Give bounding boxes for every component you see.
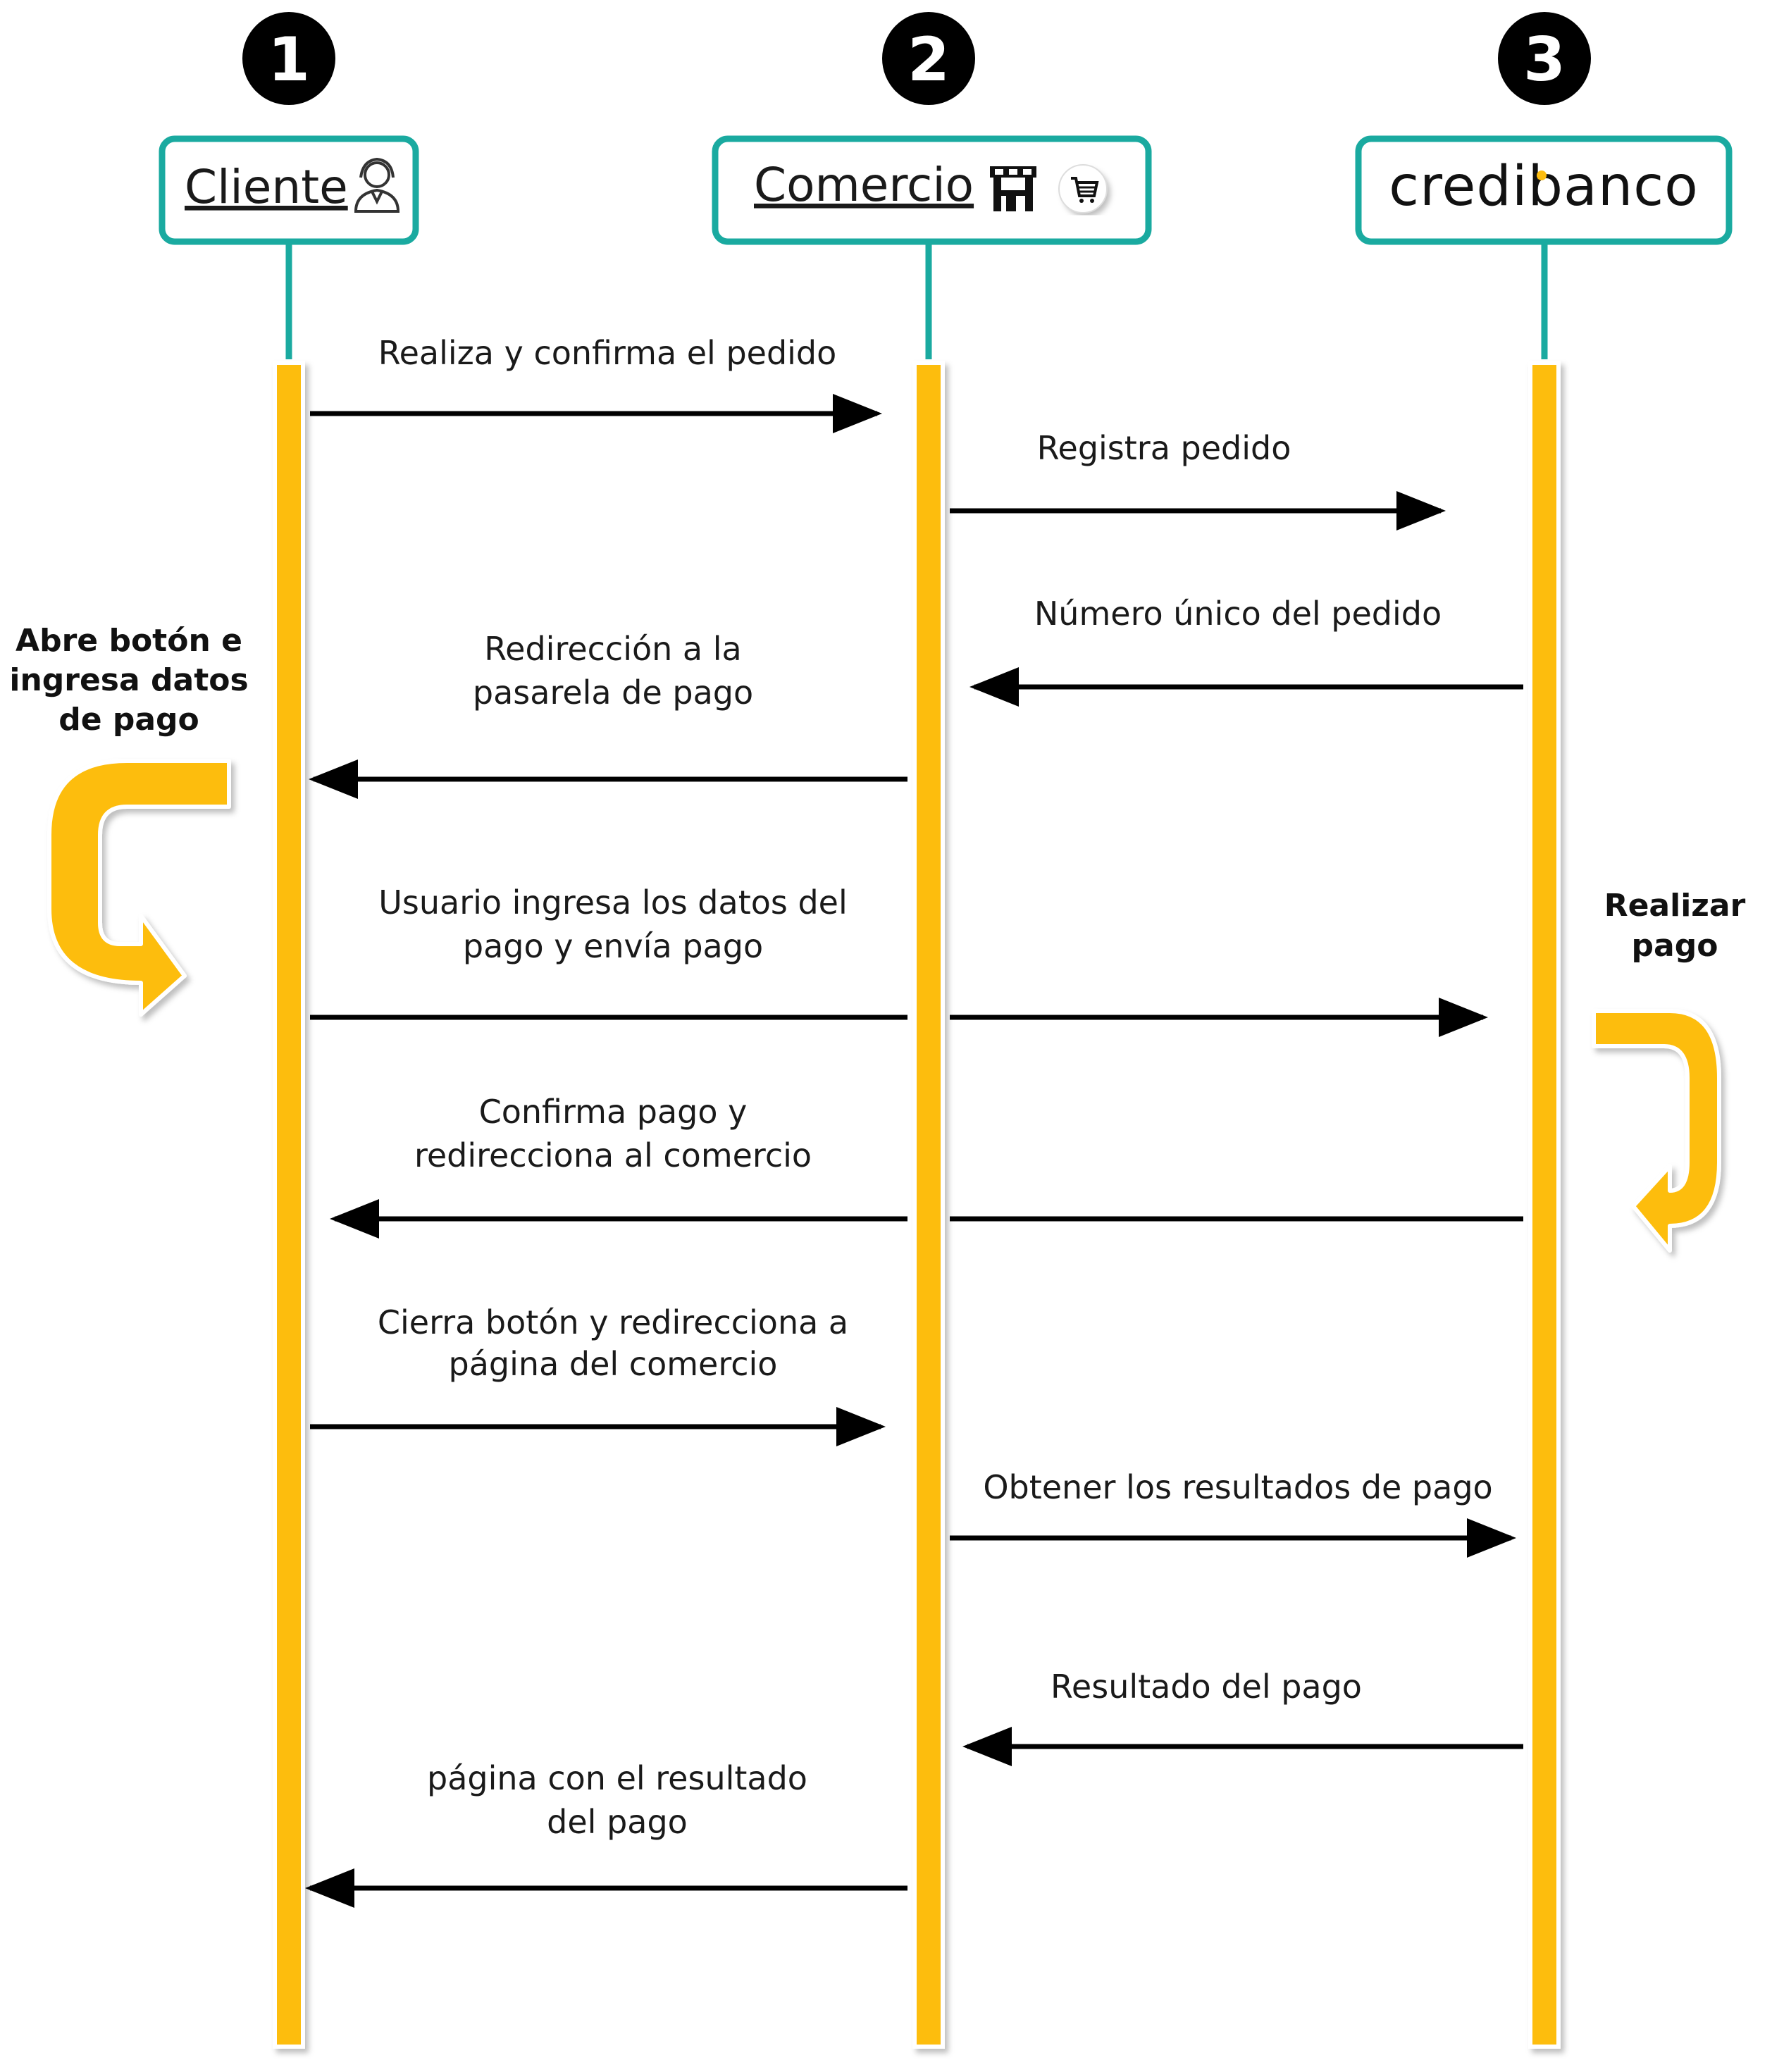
message-label-line-2: pasarela de pago xyxy=(473,674,753,712)
lifeline-comercio xyxy=(912,361,945,2049)
participant-number-3: 3 xyxy=(1523,25,1566,95)
message-6: Confirma pago y redirecciona al comercio xyxy=(330,1093,1523,1239)
curved-arrow-right xyxy=(1592,1009,1721,1253)
side-note-left-line-1: Abre botón e xyxy=(16,623,242,659)
message-label-line-1: Usuario ingresa los datos del xyxy=(378,883,848,922)
message-label-line-2: del pago xyxy=(547,1803,688,1841)
message-label-line-1: Cierra botón y redirecciona a xyxy=(378,1303,848,1341)
participant-number-badge-2: 2 xyxy=(882,12,975,105)
message-label-line-2: pago y envía pago xyxy=(463,927,763,965)
message-label: Realiza y confirma el pedido xyxy=(378,334,837,372)
message-label-line-1: Confirma pago y xyxy=(479,1093,748,1131)
message-7: Cierra botón y redirecciona a página del… xyxy=(310,1303,886,1446)
message-label-line-2: página del comercio xyxy=(449,1345,778,1383)
message-label-line-1: página con el resultado xyxy=(427,1759,807,1797)
participant-header-credibanco: credibanco xyxy=(1355,135,1733,245)
side-note-right-line-2: pago xyxy=(1632,928,1718,964)
credibanco-logo-dot xyxy=(1537,170,1547,180)
message-3: Número único del pedido xyxy=(969,595,1523,707)
participant-header-comercio: Comercio xyxy=(712,135,1152,245)
lifeline-cliente xyxy=(273,361,305,2049)
lifeline-credibanco xyxy=(1528,361,1561,2049)
participant-number-badge-3: 3 xyxy=(1498,12,1591,105)
curved-arrow-left xyxy=(47,759,231,1017)
participant-number-2: 2 xyxy=(907,25,950,95)
side-note-right-line-1: Realizar xyxy=(1604,888,1746,924)
participant-number-badge-1: 1 xyxy=(242,12,335,105)
participant-header-cliente: Cliente xyxy=(159,135,419,245)
message-label: Obtener los resultados de pago xyxy=(983,1468,1492,1506)
store-icon xyxy=(990,166,1036,211)
participant-label-cliente: Cliente xyxy=(185,160,348,214)
side-note-right: Realizar pago xyxy=(1604,888,1746,964)
side-note-left-line-3: de pago xyxy=(58,702,199,738)
message-10: página con el resultado del pago xyxy=(305,1759,907,1908)
credibanco-logo: credibanco xyxy=(1389,155,1699,218)
side-note-left-line-2: ingresa datos xyxy=(9,662,248,698)
message-9: Resultado del pago xyxy=(962,1668,1523,1766)
message-5: Usuario ingresa los datos del pago y env… xyxy=(310,883,1488,1037)
message-label-line-1: Redirección a la xyxy=(484,630,741,668)
user-icon xyxy=(354,157,400,213)
participant-label-comercio: Comercio xyxy=(754,158,974,212)
message-label: Registra pedido xyxy=(1037,429,1291,467)
message-label: Resultado del pago xyxy=(1051,1668,1362,1706)
message-8: Obtener los resultados de pago xyxy=(950,1468,1516,1558)
message-label: Número único del pedido xyxy=(1034,595,1442,633)
message-1: Realiza y confirma el pedido xyxy=(310,334,882,433)
message-2: Registra pedido xyxy=(950,429,1446,531)
cart-icon xyxy=(1058,164,1108,213)
message-label-line-2: redirecciona al comercio xyxy=(414,1136,812,1174)
side-note-left: Abre botón e ingresa datos de pago xyxy=(9,623,248,738)
message-4: Redirección a la pasarela de pago xyxy=(309,630,907,799)
participant-number-1: 1 xyxy=(268,25,310,95)
